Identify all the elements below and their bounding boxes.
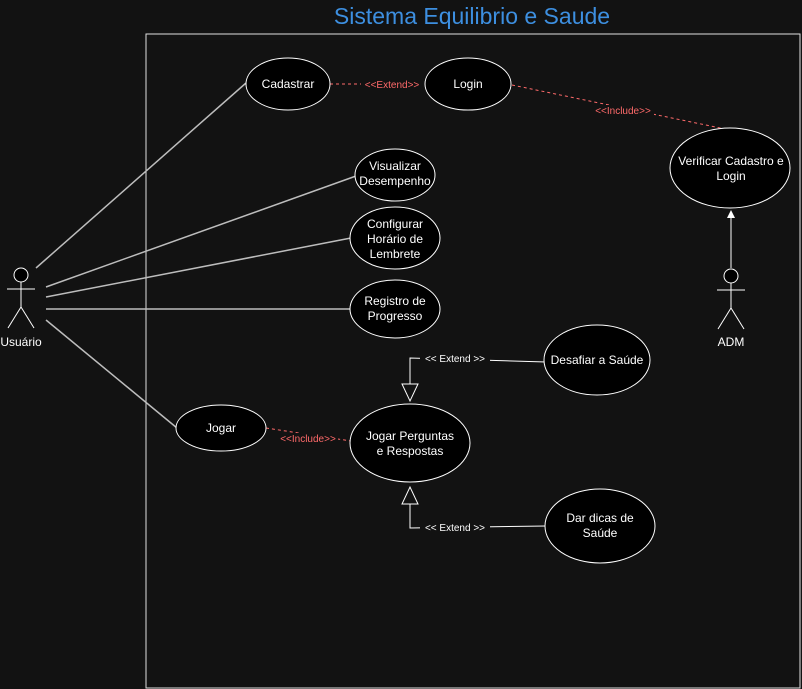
actor-adm-head: [723, 268, 739, 284]
usecase-dicas-label-2: Saúde: [583, 526, 618, 540]
usecase-registro-label-1: Registro de: [364, 294, 426, 308]
usecase-visualizar-desempenho[interactable]: [354, 148, 436, 202]
extend-dicas-line: [409, 504, 547, 529]
usecase-configurar-label-1: Configurar: [367, 217, 423, 231]
usecase-jogar-label: Jogar: [206, 421, 236, 435]
include-verificar-label-bg: [592, 105, 654, 117]
usecase-dicas-label-1: Dar dicas de: [566, 511, 634, 525]
usecase-cadastrar[interactable]: [245, 57, 331, 111]
include-login-verificar-line: [511, 84, 731, 131]
include-jogar-label-bg: [276, 433, 338, 445]
usecase-visualizar-label-1: Visualizar: [369, 159, 421, 173]
usecase-desafiar-saude[interactable]: [543, 324, 651, 396]
usecase-configurar-horario[interactable]: [349, 206, 441, 270]
usecase-configurar-label-2: Horário de: [367, 232, 423, 246]
extend-dicas-label: << Extend >>: [425, 523, 485, 534]
usecase-login[interactable]: [424, 57, 512, 111]
actor-adm[interactable]: [717, 268, 745, 330]
usecase-jogar-perguntas[interactable]: [349, 403, 471, 483]
extend-desafiar-label: << Extend >>: [425, 354, 485, 365]
extend-login-label-bg: [361, 78, 423, 90]
include-jogar-label: <<Include>>: [280, 434, 336, 445]
usecase-login-label: Login: [453, 77, 482, 91]
actor-usuario-head: [13, 267, 29, 283]
usecase-jogar-perguntas-label-2: e Respostas: [377, 444, 444, 458]
extend-desafiar-arrowhead: [401, 383, 419, 403]
usecase-verificar-label-1: Verificar Cadastro e: [678, 154, 784, 168]
usecase-verificar-label-2: Login: [716, 169, 745, 183]
actor-usuario[interactable]: [7, 267, 35, 329]
usecase-cadastrar-label: Cadastrar: [262, 77, 315, 91]
usecase-registro-progresso[interactable]: [349, 279, 441, 339]
extend-desafiar-label-bg: [420, 353, 490, 365]
extend-desafiar-line: [409, 357, 547, 384]
usecase-configurar-label-3: Lembrete: [370, 247, 421, 261]
extend-dicas-arrowhead: [401, 485, 419, 505]
assoc-jogar: [45, 319, 178, 429]
usecase-registro-label-2: Progresso: [368, 309, 423, 323]
usecase-jogar-perguntas-label-1: Jogar Perguntas: [366, 429, 454, 443]
assoc-configurar: [45, 237, 352, 298]
usecase-visualizar-label-2: Desempenho: [359, 174, 431, 188]
extend-login-label: <<Extend>>: [365, 80, 420, 91]
assoc-cadastrar: [35, 82, 247, 269]
actor-usuario-label: Usuário: [0, 335, 42, 349]
system-boundary: [145, 33, 801, 689]
usecase-desafiar-label: Desafiar a Saúde: [551, 353, 644, 367]
usecase-verificar-cadastro-login[interactable]: [669, 127, 791, 209]
actor-associations: [35, 82, 357, 429]
actor-adm-label: ADM: [718, 335, 745, 349]
assoc-visualizar: [45, 175, 357, 288]
diagram-title: Sistema Equilibrio e Saude: [334, 3, 610, 29]
usecase-dar-dicas[interactable]: [544, 488, 656, 564]
extend-dicas-label-bg: [420, 522, 490, 534]
usecase-jogar[interactable]: [175, 404, 267, 452]
include-verificar-label: <<Include>>: [595, 106, 651, 117]
